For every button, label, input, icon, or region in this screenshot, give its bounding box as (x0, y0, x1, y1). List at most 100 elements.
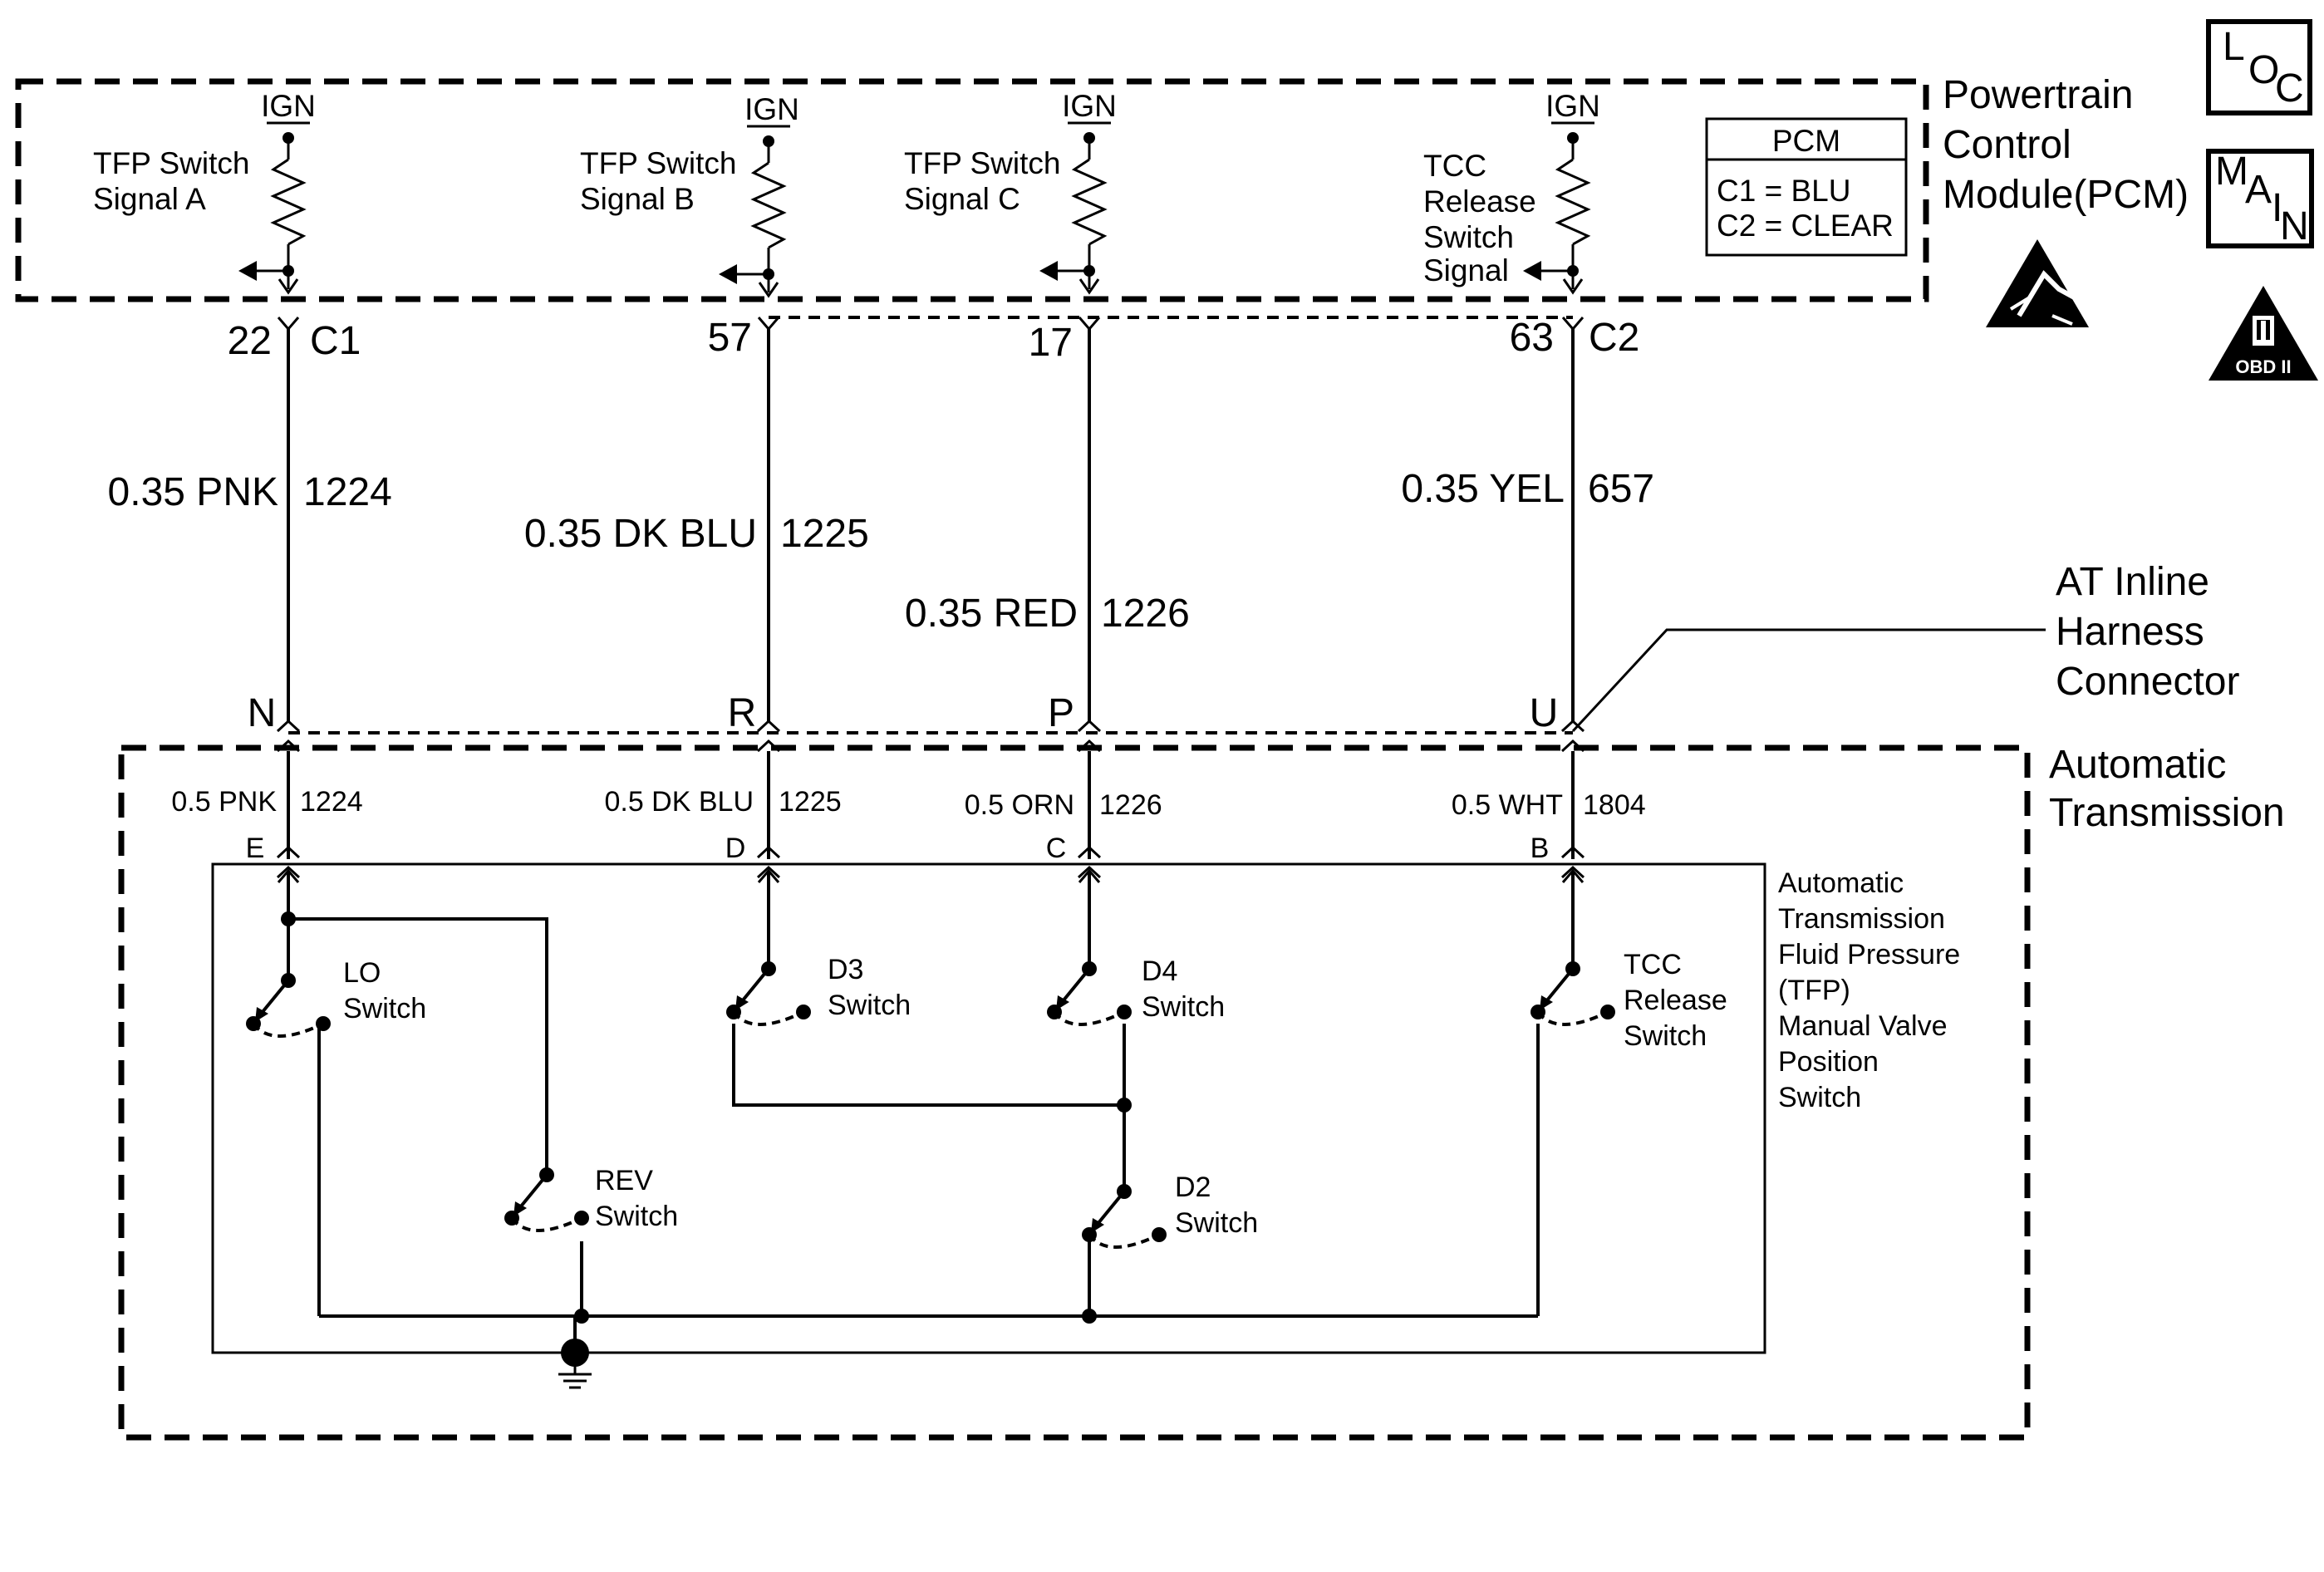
wire-label-lower-1804: 0.5 WHT 1804 (1452, 789, 1646, 821)
svg-text:63: 63 (1510, 316, 1554, 360)
svg-text:C2: C2 (1589, 316, 1639, 360)
svg-text:D3: D3 (828, 954, 863, 985)
svg-text:Manual Valve: Manual Valve (1778, 1010, 1948, 1042)
signal-label-a: TFP Switch Signal A (93, 146, 249, 216)
svg-text:17: 17 (1029, 321, 1073, 365)
svg-text:Switch: Switch (1142, 991, 1225, 1023)
svg-text:D4: D4 (1142, 955, 1177, 987)
pcm-pin-22: 22 C1 (228, 316, 361, 363)
svg-text:TFP Switch: TFP Switch (580, 146, 736, 180)
svg-text:A: A (2245, 168, 2272, 212)
inline-pin-r: R (728, 691, 781, 753)
pcm-table-row-c2: C2 = CLEAR (1717, 209, 1894, 243)
svg-text:0.35 RED: 0.35 RED (905, 592, 1078, 636)
tfp-switch-label: Automatic Transmission Fluid Pressure (T… (1778, 867, 1960, 1113)
svg-text:0.5 WHT: 0.5 WHT (1452, 789, 1563, 821)
svg-text:I: I (2272, 186, 2282, 230)
pcm-connector-table: PCM C1 = BLU C2 = CLEAR (1705, 117, 1908, 257)
svg-text:Release: Release (1423, 184, 1536, 219)
svg-text:1226: 1226 (1101, 592, 1190, 636)
pcm-pin-57: 57 (708, 316, 780, 360)
transmission-boundary (118, 744, 2031, 1441)
svg-text:1224: 1224 (303, 470, 392, 514)
transmission-label: Automatic Transmission (2049, 743, 2285, 835)
tfp-pin-e: E (246, 833, 301, 879)
inline-connector-leader (1571, 628, 2046, 733)
inline-pin-u: U (1530, 691, 1585, 753)
svg-text:Switch: Switch (595, 1201, 678, 1232)
svg-text:22: 22 (228, 319, 272, 363)
svg-text:Switch: Switch (1778, 1082, 1861, 1113)
wire-label-1225: 0.35 DK BLU 1225 (524, 512, 869, 556)
pcm-table-header: PCM (1772, 124, 1840, 158)
svg-text:Harness: Harness (2056, 610, 2204, 654)
svg-text:57: 57 (708, 316, 752, 360)
lo-switch: LO Switch (244, 957, 426, 1038)
pcm-title: Powertrain Control Module(PCM) (1943, 73, 2189, 217)
svg-text:0.5 DK BLU: 0.5 DK BLU (604, 786, 754, 818)
svg-text:Signal A: Signal A (93, 182, 206, 216)
ground-icon (558, 1339, 592, 1389)
svg-text:AT Inline: AT Inline (2056, 560, 2209, 604)
svg-text:Switch: Switch (1175, 1207, 1258, 1239)
svg-text:Transmission: Transmission (1778, 903, 1945, 935)
svg-text:(TFP): (TFP) (1778, 975, 1850, 1006)
rev-switch: REV Switch (503, 1165, 678, 1232)
pcm-boundary (15, 78, 1929, 302)
ign-label-c: IGN (1062, 89, 1117, 123)
tfp-internal-wiring (277, 868, 1585, 1353)
svg-text:1224: 1224 (300, 786, 363, 818)
wire-label-lower-1225: 0.5 DK BLU 1225 (604, 786, 841, 818)
tfp-pin-b: B (1530, 833, 1585, 879)
svg-text:Switch: Switch (828, 990, 911, 1021)
svg-text:N: N (248, 691, 277, 735)
svg-text:1804: 1804 (1583, 789, 1646, 821)
svg-text:B: B (1530, 833, 1550, 864)
svg-text:Signal B: Signal B (580, 182, 695, 216)
svg-text:Position: Position (1778, 1046, 1879, 1078)
svg-text:L: L (2223, 25, 2245, 69)
svg-text:Automatic: Automatic (1778, 867, 1904, 899)
svg-text:TCC: TCC (1423, 149, 1486, 183)
svg-text:Signal C: Signal C (904, 182, 1020, 216)
svg-text:Module(PCM): Module(PCM) (1943, 173, 2189, 217)
svg-text:O: O (2248, 48, 2279, 92)
inline-pin-p: P (1048, 691, 1102, 753)
svg-text:C: C (1046, 833, 1067, 864)
svg-text:TFP Switch: TFP Switch (93, 146, 249, 180)
svg-text:Automatic: Automatic (2049, 743, 2226, 787)
wire-label-1226: 0.35 RED 1226 (905, 592, 1190, 636)
tfp-switch-body (211, 862, 1766, 1354)
svg-text:Transmission: Transmission (2049, 791, 2285, 835)
svg-text:M: M (2215, 150, 2248, 194)
d4-switch: D4 Switch (1045, 955, 1225, 1026)
wire-label-lower-1224: 0.5 PNK 1224 (171, 786, 362, 818)
svg-text:0.5 PNK: 0.5 PNK (171, 786, 277, 818)
svg-text:U: U (1530, 691, 1559, 735)
svg-text:0.35 YEL: 0.35 YEL (1401, 467, 1565, 511)
wire-label-lower-1226: 0.5 ORN 1226 (965, 789, 1162, 821)
loc-icon: L O C (2206, 19, 2312, 115)
svg-text:0.35 PNK: 0.35 PNK (108, 470, 278, 514)
svg-text:REV: REV (595, 1165, 653, 1196)
tcc-release-switch: TCC Release Switch (1529, 949, 1727, 1052)
svg-text:0.5 ORN: 0.5 ORN (965, 789, 1074, 821)
ign-label-b: IGN (744, 92, 799, 126)
svg-text:D: D (725, 833, 746, 864)
pcm-table-row-c1: C1 = BLU (1717, 174, 1850, 208)
inline-pin-n: N (248, 691, 301, 753)
tfp-pin-c: C (1046, 833, 1102, 879)
esd-warning-icon (1986, 239, 2089, 327)
svg-text:657: 657 (1588, 467, 1654, 511)
svg-text:Fluid Pressure: Fluid Pressure (1778, 939, 1960, 970)
svg-text:Switch: Switch (1423, 220, 1514, 254)
svg-text:C1: C1 (310, 319, 361, 363)
svg-text:TCC: TCC (1624, 949, 1682, 980)
svg-text:0.35 DK BLU: 0.35 DK BLU (524, 512, 757, 556)
svg-text:1225: 1225 (780, 512, 869, 556)
d2-switch: D2 Switch (1080, 1172, 1258, 1249)
svg-text:E: E (246, 833, 265, 864)
svg-text:1226: 1226 (1099, 789, 1162, 821)
inline-connector-label: AT Inline Harness Connector (2056, 560, 2239, 704)
